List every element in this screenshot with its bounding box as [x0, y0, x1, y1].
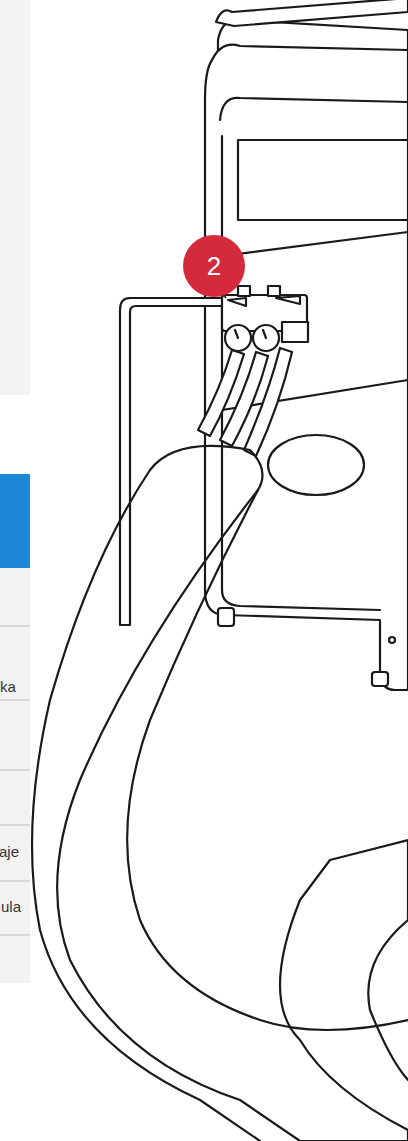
- hose: [244, 348, 292, 456]
- handle-bar: [216, 0, 408, 26]
- table-header: [0, 474, 30, 568]
- table-cell-text: aje: [0, 843, 19, 861]
- pipe: [120, 298, 222, 625]
- side-panel: [0, 0, 30, 395]
- gauge: [253, 325, 279, 351]
- callout-number: 2: [183, 235, 245, 297]
- foot: [218, 608, 234, 626]
- gauge: [225, 325, 251, 351]
- table-rows: [0, 568, 30, 983]
- display-window: [238, 140, 408, 220]
- table-cell-text: ula: [0, 898, 21, 916]
- hose-sleeve: [57, 446, 408, 1141]
- table-cell-text: ka: [0, 678, 16, 696]
- body-opening: [268, 435, 364, 495]
